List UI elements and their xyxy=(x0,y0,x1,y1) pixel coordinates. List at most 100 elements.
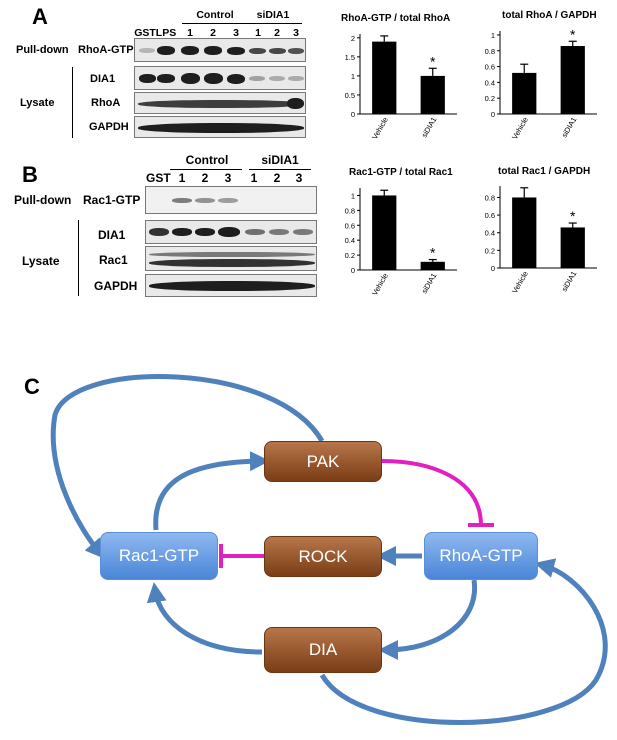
panel-b-lane-label: 2 xyxy=(273,171,281,185)
y-tick-label: 0 xyxy=(351,110,355,119)
significance-mark: * xyxy=(570,26,576,42)
y-tick-label: 1 xyxy=(491,31,495,40)
panel-a-group-control: Control xyxy=(196,9,234,21)
panel-a-lysate-label: Lysate xyxy=(20,97,55,109)
panel-b-rac1-gtp-label: Rac1-GTP xyxy=(83,193,141,207)
y-tick-label: 0.2 xyxy=(485,246,495,255)
panel-a-letter: A xyxy=(32,4,48,29)
y-tick-label: 0.4 xyxy=(485,229,495,238)
y-tick-label: 0.2 xyxy=(345,251,355,260)
bar xyxy=(560,46,585,115)
panel-a-lane-label: 1 xyxy=(255,27,261,39)
panel-a-gapdh-label: GAPDH xyxy=(89,121,129,133)
panel-b-group-control: Control xyxy=(185,153,229,167)
arrow-pak-to-rac1 xyxy=(50,374,325,560)
bar xyxy=(512,197,537,268)
panel-a-pulldown-label: Pull-down xyxy=(16,44,69,56)
blot-b-rac1-gtp xyxy=(145,186,317,214)
bar xyxy=(420,75,445,114)
panel-a-rhoa-gtp-label: RhoA-GTP xyxy=(78,44,134,56)
panel-b-letter: B xyxy=(22,162,38,187)
blot-b-gapdh xyxy=(145,274,317,297)
node-pak: PAK xyxy=(264,441,382,482)
panel-a-lysate-bracket xyxy=(72,67,73,138)
panel-b-lane-label: 3 xyxy=(295,171,303,185)
panel-a-rhoa-label: RhoA xyxy=(91,97,121,109)
chart-4-title: total Rac1 / GAPDH xyxy=(498,166,591,177)
panel-a-lane-label: LPS xyxy=(155,27,177,39)
panel-c-letter: C xyxy=(24,374,40,399)
y-tick-label: 0.5 xyxy=(345,91,355,100)
panel-a-group-sidia1: siDIA1 xyxy=(256,9,290,21)
y-tick-label: 0 xyxy=(491,264,495,273)
y-tick-label: 0 xyxy=(491,110,495,119)
panel-a-dia1-label: DIA1 xyxy=(90,73,116,85)
node-rac1-gtp: Rac1-GTP xyxy=(100,532,218,580)
significance-mark: * xyxy=(570,208,576,224)
arrow-dia-to-rhoa xyxy=(319,558,608,725)
blot-a-rhoa-gtp xyxy=(134,38,306,62)
panel-a-lane-label: 3 xyxy=(293,27,299,39)
blot-a-rhoa xyxy=(134,92,306,114)
panel-b-lysate-label: Lysate xyxy=(22,254,60,268)
panel-b-group-sidia1-line xyxy=(249,169,311,170)
panel-a-lane-label: 3 xyxy=(233,27,239,39)
bar xyxy=(372,195,397,270)
panel-a-lane-label: 2 xyxy=(274,27,280,39)
arrow-dia-to-rac1 xyxy=(146,582,263,655)
panel-b-gapdh-label: GAPDH xyxy=(94,279,138,293)
bar xyxy=(372,41,397,114)
blot-a-gapdh xyxy=(134,116,306,138)
panel-b-lane-label: 2 xyxy=(201,171,209,185)
node-rock: ROCK xyxy=(264,536,382,577)
panel-b-lysate-bracket xyxy=(78,220,79,296)
y-tick-label: 1 xyxy=(351,191,355,200)
panel-b-lane-label: GST xyxy=(146,171,171,185)
blot-b-rac1 xyxy=(145,246,317,271)
panel-b-lane-label: 1 xyxy=(250,171,258,185)
y-tick-label: 0.6 xyxy=(485,63,495,72)
node-dia: DIA xyxy=(264,627,382,673)
panel-b-lane-label: 1 xyxy=(178,171,186,185)
panel-a-lane-label: 2 xyxy=(210,27,216,39)
bar xyxy=(560,227,585,268)
y-tick-label: 1 xyxy=(351,72,355,81)
bar xyxy=(420,261,445,270)
inhibit-pak-to-rhoa xyxy=(381,459,483,525)
chart-1-title: RhoA-GTP / total RhoA xyxy=(341,13,451,24)
chart-2-title: total RhoA / GAPDH xyxy=(502,10,597,21)
node-rhoa-gtp: RhoA-GTP xyxy=(424,532,538,580)
y-tick-label: 0.4 xyxy=(345,236,355,245)
y-tick-label: 2 xyxy=(351,34,355,43)
chart-3-title: Rac1-GTP / total Rac1 xyxy=(349,167,453,178)
panel-b-group-control-line xyxy=(170,169,242,170)
y-tick-label: 0.8 xyxy=(485,47,495,56)
arrow-rac1-to-pak xyxy=(153,451,270,531)
y-tick-label: 0.8 xyxy=(345,206,355,215)
panel-a-group-sidia1-line xyxy=(246,23,302,24)
blot-a-dia1 xyxy=(134,66,306,90)
bar xyxy=(512,72,537,114)
panel-b-pulldown-label: Pull-down xyxy=(14,193,72,207)
y-tick-label: 1.5 xyxy=(345,53,355,62)
panel-b-dia1-label: DIA1 xyxy=(98,228,126,242)
panel-a-group-control-line xyxy=(182,23,246,24)
y-tick-label: 0.2 xyxy=(485,94,495,103)
panel-b-lane-label: 3 xyxy=(224,171,232,185)
panel-b-rac1-label: Rac1 xyxy=(99,253,128,267)
panel-a-lane-label: GST xyxy=(134,27,156,39)
panel-b-group-sidia1: siDIA1 xyxy=(261,153,299,167)
y-tick-label: 0.6 xyxy=(485,211,495,220)
blot-b-dia1 xyxy=(145,220,317,244)
y-tick-label: 0 xyxy=(351,266,355,275)
significance-mark: * xyxy=(430,245,436,261)
significance-mark: * xyxy=(430,53,436,69)
arrow-rhoa-to-dia xyxy=(378,579,478,660)
y-tick-label: 0.6 xyxy=(345,221,355,230)
panel-a-lane-label: 1 xyxy=(187,27,193,39)
